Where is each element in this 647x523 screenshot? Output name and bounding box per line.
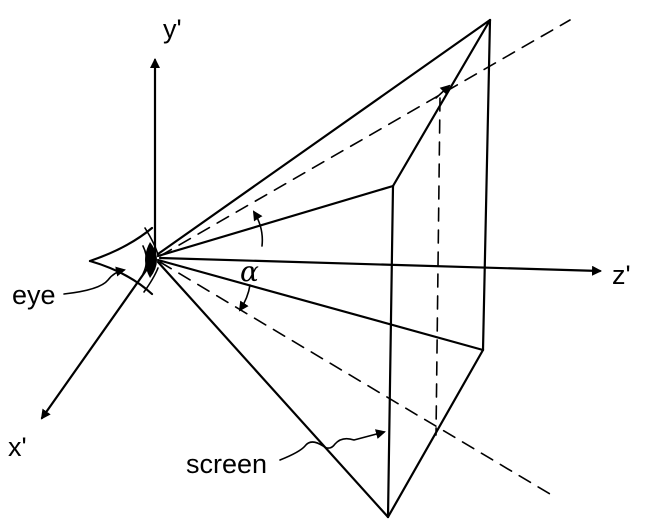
eye-callout: eye [12,266,126,310]
x-axis-label: x' [8,432,27,462]
axes [40,58,602,420]
ray-top-far [156,18,492,256]
dashed-screen-edge [435,97,441,436]
dashed-ray-upper [159,19,571,257]
ray-bottom-near [156,258,485,352]
alpha-arc-upper [252,210,264,247]
ray-top-near [156,184,395,258]
y-axis-label: y' [163,14,182,44]
dashed-rays [159,19,571,498]
z-axis [158,256,602,276]
eye-glyph [88,226,159,296]
screen-plane [386,18,492,519]
screen-leader-line [279,429,386,461]
ray-bottom-far [156,260,390,519]
screen-left-edge [386,184,395,519]
eye-label: eye [12,280,56,310]
eye-lid-crease-lower [143,267,159,293]
dashed-ray-lower [159,261,556,498]
x-axis [40,260,154,420]
eye-lid-upper [88,226,154,263]
frustum-rays [156,18,492,519]
eye-pupil [145,242,157,278]
eye-lid-lower [88,259,154,296]
alpha-label: α [240,255,259,288]
z-axis-label: z' [612,260,631,290]
eye-leader-line [63,266,126,295]
alpha-arc-lower [238,284,251,312]
eye-lid-crease [144,227,159,256]
eye-iris-outline [142,245,148,275]
screen-right-edge [481,18,492,352]
screen-top-edge [391,18,492,188]
angle-alpha: α [238,210,264,312]
screen-bottom-edge [386,348,485,519]
screen-callout: screen [186,429,386,479]
screen-edge-pointer [435,84,451,99]
screen-label: screen [186,449,267,479]
